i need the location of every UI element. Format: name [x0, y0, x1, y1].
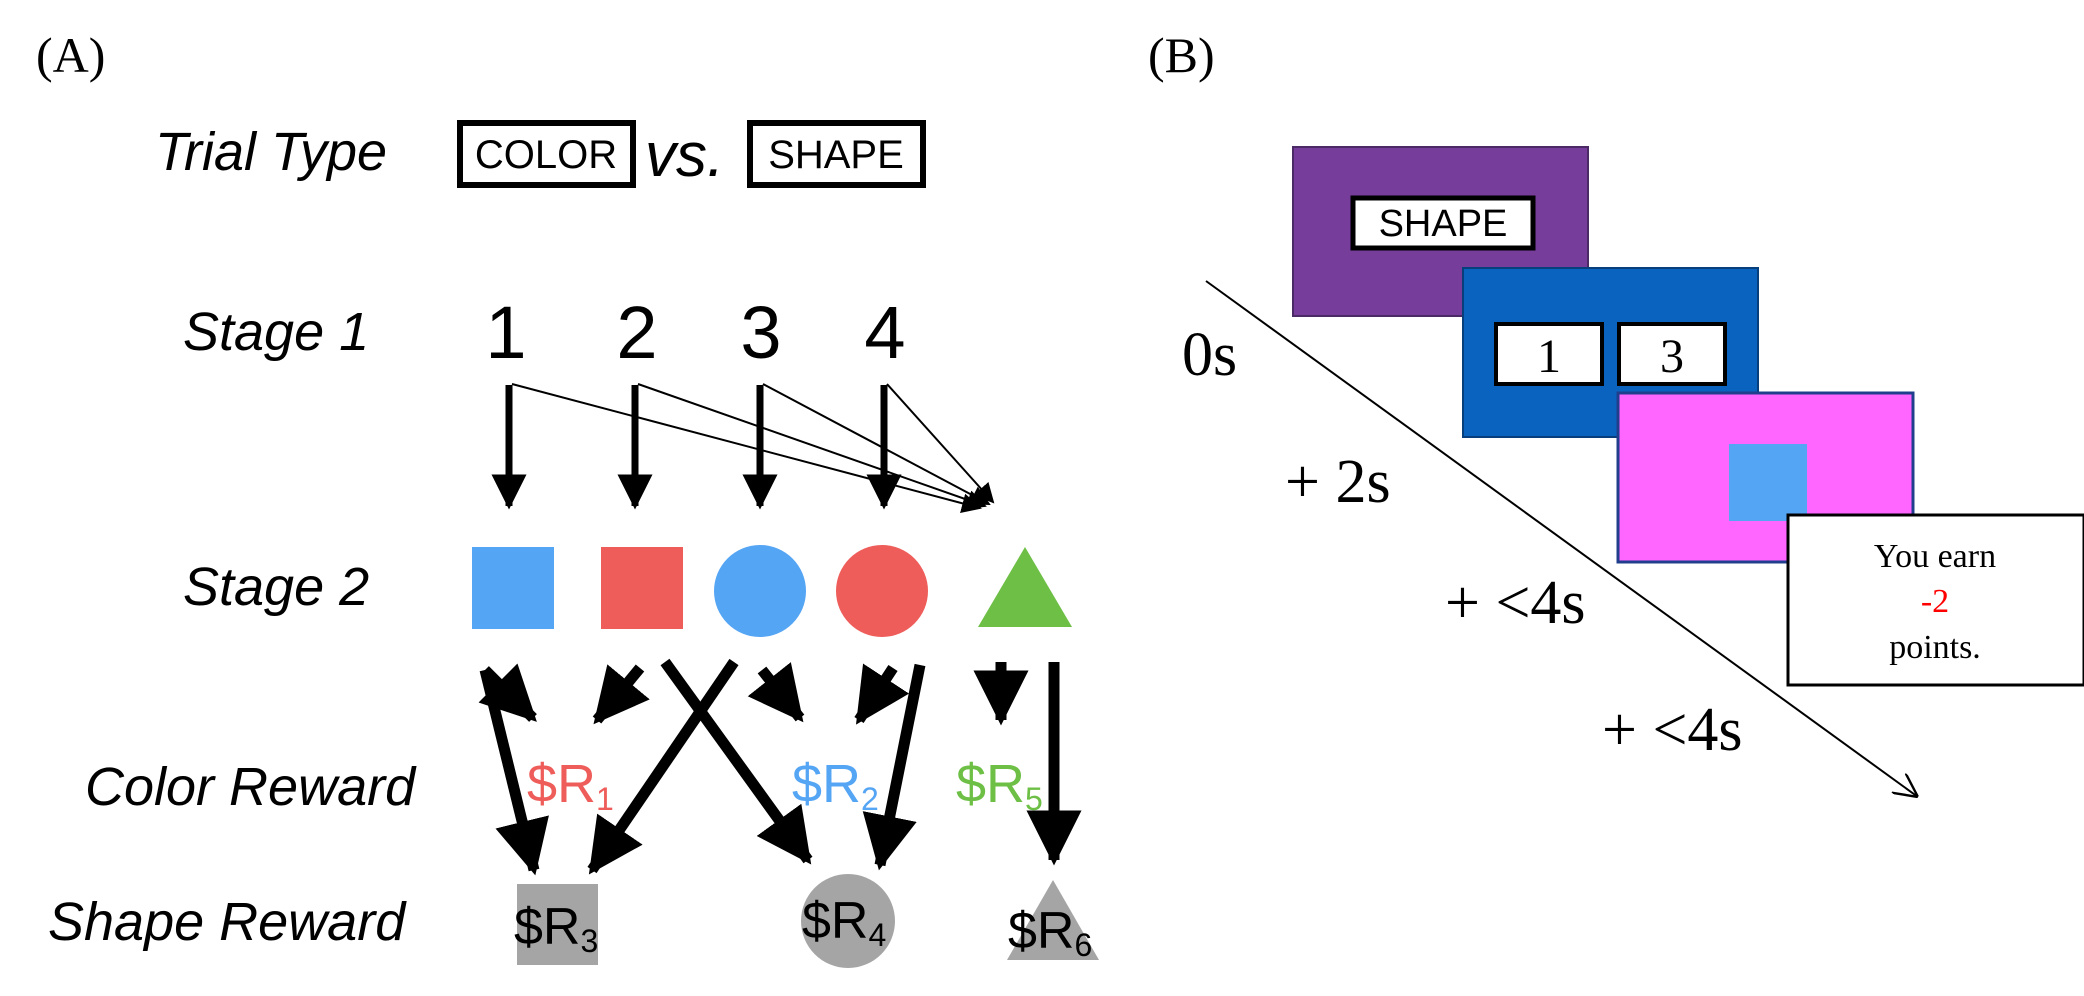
- shape-reward-r3: $R3: [514, 898, 598, 959]
- time-label-0: 0s: [1182, 321, 1237, 389]
- arrow-red-square-to-r4: [660, 658, 813, 865]
- screen-stage1-option-right-text: 3: [1660, 330, 1684, 383]
- row-label-color-reward: Color Reward: [85, 757, 417, 817]
- row-label-stage2: Stage 2: [183, 557, 369, 617]
- arrow-blue-circle-to-r2: [747, 662, 805, 723]
- screen-stage1-option-left-text: 1: [1537, 330, 1561, 383]
- stage2-blue-circle: [714, 545, 806, 637]
- screen-stage2-stimulus: [1729, 444, 1807, 521]
- row-label-trial-type: Trial Type: [155, 122, 387, 182]
- row-label-stage1: Stage 1: [183, 302, 369, 362]
- screen-stage1-option-left: [1494, 322, 1604, 386]
- panel-b: (B) SHAPE 1 3 You earn -2 points. 0s + 2…: [1148, 27, 2084, 797]
- shape-reward-r4: $R4: [802, 892, 886, 953]
- thin-arrow-2-to-triangle: [637, 383, 987, 510]
- trial-type-shape-text: SHAPE: [768, 133, 904, 177]
- trial-type-shape-box: SHAPE: [747, 120, 926, 188]
- thin-arrow-4-to-triangle: [886, 383, 995, 504]
- stage2-green-triangle: [978, 547, 1072, 627]
- thin-arrow-3-to-triangle: [762, 383, 991, 505]
- arrow-red-circle-to-r4: [862, 663, 926, 871]
- shape-reward-triangle-bg: [1007, 880, 1099, 960]
- stage2-red-circle: [836, 545, 928, 637]
- trial-type-color-text: COLOR: [475, 133, 617, 177]
- row-label-shape-reward: Shape Reward: [48, 892, 407, 952]
- arrow-blue-square-to-r1: [478, 663, 537, 722]
- shape-reward-circle-bg: [801, 874, 895, 968]
- arrow-red-square-to-r1: [592, 664, 650, 725]
- time-axis-arrow: [1205, 280, 1918, 797]
- time-label-3: + <4s: [1602, 696, 1743, 764]
- shape-reward-square-bg: [517, 884, 598, 965]
- stage2-red-square: [601, 547, 683, 629]
- panel-a: (A) Trial Type Stage 1 Stage 2 Color Rew…: [36, 27, 1099, 968]
- screen-stage1-option-right: [1617, 322, 1727, 386]
- arrow-red-circle-to-r2: [854, 663, 910, 725]
- stage1-thin-arrows: [511, 383, 995, 514]
- arrow-blue-circle-to-r3: [587, 658, 739, 875]
- feedback-line3: points.: [1889, 629, 1981, 666]
- panel-b-label: (B): [1148, 27, 1215, 83]
- trial-type-color-box: COLOR: [457, 120, 636, 188]
- versus-text: vs.: [645, 121, 724, 190]
- screen-trial-type-box: [1350, 195, 1536, 251]
- reward-arrows: [478, 658, 1082, 876]
- color-reward-r1: $R1: [527, 754, 614, 817]
- thin-arrow-1-to-triangle: [511, 383, 982, 514]
- time-label-1: + 2s: [1285, 448, 1391, 516]
- screen-feedback: [1786, 513, 2084, 687]
- color-reward-r2: $R2: [792, 754, 879, 817]
- time-label-2: + <4s: [1445, 569, 1586, 637]
- arrow-blue-square-to-r3: [479, 668, 549, 876]
- stage2-blue-square: [472, 547, 554, 629]
- stage1-arrows: [491, 385, 902, 510]
- screen-trial-type-text: SHAPE: [1379, 203, 1508, 245]
- panel-a-label: (A): [36, 27, 105, 83]
- color-reward-r5: $R5: [956, 754, 1043, 817]
- stage1-option-3: 3: [740, 291, 781, 374]
- feedback-line1: You earn: [1874, 538, 1996, 575]
- feedback-value: -2: [1921, 583, 1949, 620]
- stage1-option-2: 2: [616, 291, 657, 374]
- stage1-option-1: 1: [485, 291, 526, 374]
- stage1-option-4: 4: [864, 291, 905, 374]
- shape-reward-r6: $R6: [1008, 902, 1092, 963]
